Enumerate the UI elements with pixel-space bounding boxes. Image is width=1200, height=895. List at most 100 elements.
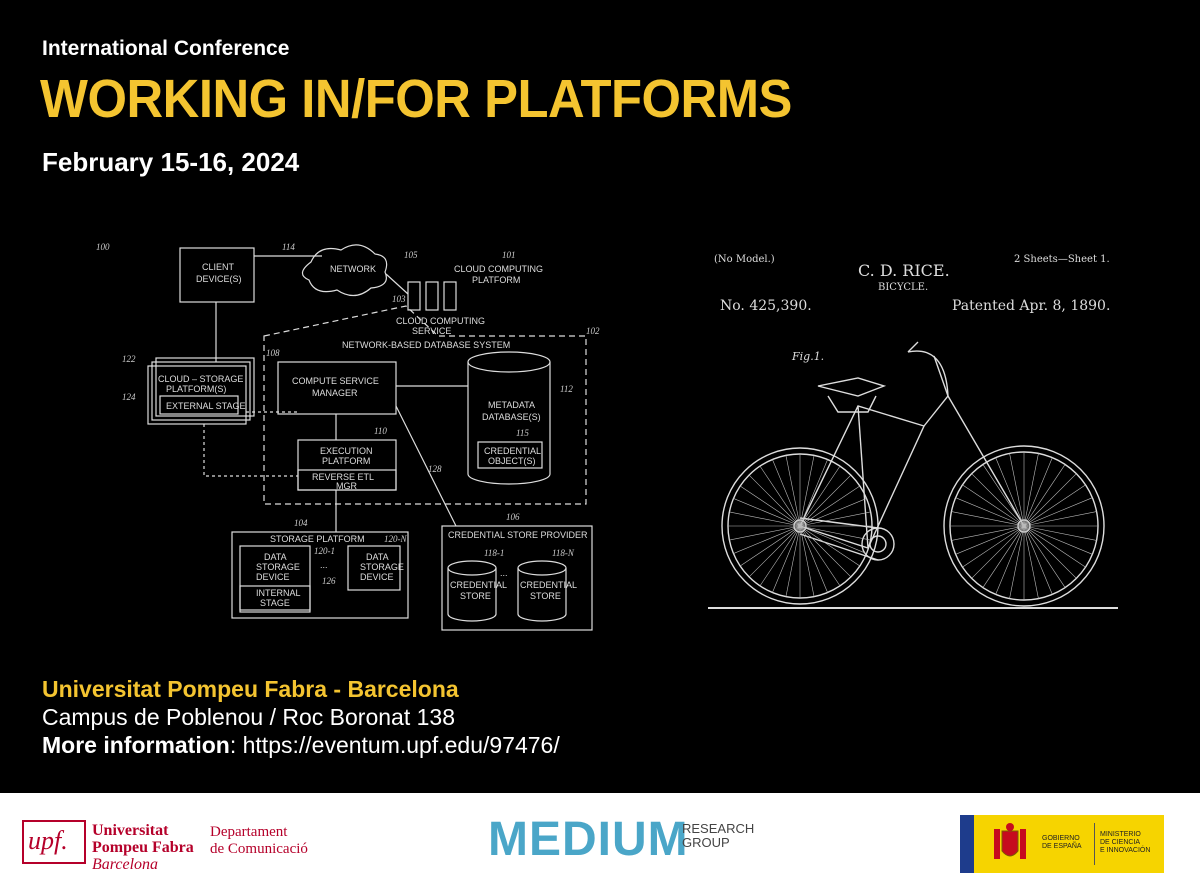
patent-subject: BICYCLE. — [878, 282, 928, 293]
spoke — [971, 473, 1025, 527]
upf-name-line-2: Pompeu Fabra — [92, 839, 194, 856]
spoke — [729, 511, 801, 527]
spoke — [729, 525, 801, 541]
credential-store-n-label-2: STORE — [530, 591, 561, 601]
ministry-line-3: E INNOVACIÓN — [1100, 847, 1151, 854]
ref-114: 114 — [282, 242, 295, 252]
storage-ellipsis: ... — [320, 560, 328, 570]
ref-126: 126 — [322, 576, 336, 586]
venue-address: Campus de Poblenou / Roc Boronat 138 — [42, 704, 455, 730]
ref-128: 128 — [428, 464, 442, 474]
ref-112: 112 — [560, 384, 573, 394]
spoke — [1023, 525, 1077, 579]
patent-date: Patented Apr. 8, 1890. — [952, 298, 1110, 314]
compute-manager-label-1: COMPUTE SERVICE — [292, 376, 379, 386]
execution-label-2: PLATFORM — [322, 456, 370, 466]
more-information-label: More information — [42, 732, 230, 758]
data-storage-n-label-2: STORAGE — [360, 562, 404, 572]
spoke — [1023, 453, 1039, 527]
spoke — [1023, 525, 1053, 595]
internal-stage-label-2: STAGE — [260, 598, 290, 608]
medium-subtitle-1: RESEARCH — [682, 821, 755, 836]
patent-sheets: 2 Sheets—Sheet 1. — [1014, 254, 1110, 265]
spoke — [962, 484, 1025, 527]
spoke — [799, 455, 815, 527]
spoke — [748, 474, 801, 527]
compute-manager-label-2: MANAGER — [312, 388, 358, 398]
spoke — [799, 465, 841, 527]
data-storage-n-label-3: DEVICE — [360, 572, 394, 582]
more-information-link[interactable]: : https://eventum.upf.edu/97476/ — [229, 732, 560, 758]
spoke — [748, 525, 801, 578]
ref-100: 100 — [96, 242, 110, 252]
spoke — [799, 525, 815, 597]
spoke — [951, 525, 1025, 541]
client-label-1: CLIENT — [202, 262, 235, 272]
spoke — [799, 511, 871, 527]
department-line-2: de Comunicació — [210, 841, 308, 857]
spoke — [799, 525, 861, 567]
spoke — [799, 525, 867, 554]
spoke — [772, 525, 801, 593]
spoke — [759, 465, 801, 527]
ref-106: 106 — [506, 512, 520, 522]
ref-118-1: 118-1 — [484, 548, 504, 558]
spoke — [962, 525, 1025, 568]
spoke — [1009, 453, 1025, 527]
spoke — [995, 525, 1025, 595]
credential-store-1-label-2: STORE — [460, 591, 491, 601]
bicycle-patent: (No Model.) 2 Sheets—Sheet 1. C. D. RICE… — [708, 254, 1118, 609]
spoke — [971, 525, 1025, 579]
metadata-label-2: DATABASE(S) — [482, 412, 541, 422]
ministry-line-1: MINISTERIO — [1100, 831, 1141, 838]
spoke — [799, 525, 828, 593]
government-line-2: DE ESPAÑA — [1042, 843, 1082, 850]
credential-store-n-label-1: CREDENTIAL — [520, 580, 577, 590]
cloud-service-label-2: SERVICE — [412, 326, 451, 336]
patent-inventor: C. D. RICE. — [858, 261, 950, 280]
db-system-label: NETWORK-BASED DATABASE SYSTEM — [342, 340, 510, 350]
spoke — [1023, 525, 1086, 568]
cloud-service-label-1: CLOUD COMPUTING — [396, 316, 485, 326]
ref-102: 102 — [586, 326, 600, 336]
eu-flag-icon — [960, 815, 974, 873]
credential-store-1-label-1: CREDENTIAL — [450, 580, 507, 590]
data-storage-1-label-1: DATA — [264, 552, 287, 562]
execution-label-1: EXECUTION — [320, 446, 373, 456]
conference-subtitle: International Conference — [42, 37, 290, 60]
cloud-platform-label-2: PLATFORM — [472, 275, 520, 285]
spoke — [733, 498, 801, 527]
ministry-line-2: DE CIENCIA — [1100, 839, 1141, 846]
spoke — [1023, 525, 1066, 588]
credential-object-label-2: OBJECT(S) — [488, 456, 536, 466]
spoke — [982, 525, 1025, 588]
ref-122: 122 — [122, 354, 136, 364]
patent-fig-label: Fig.1. — [791, 350, 824, 363]
ref-120-1: 120-1 — [314, 546, 335, 556]
upf-name-line-3: Barcelona — [92, 856, 159, 873]
data-storage-1-label-3: DEVICE — [256, 572, 290, 582]
medium-subtitle-2: GROUP — [682, 835, 730, 850]
department-name: Departament de Comunicació — [210, 824, 308, 858]
spoke — [733, 525, 801, 554]
ref-118-n: 118-N — [552, 548, 575, 558]
spoke — [1023, 525, 1093, 555]
patent-no-model: (No Model.) — [714, 254, 775, 265]
government-name: GOBIERNO DE ESPAÑA — [1042, 835, 1082, 851]
conference-title: WORKING IN/FOR PLATFORMS — [40, 69, 792, 129]
external-stage-label: EXTERNAL STAGE — [166, 401, 246, 411]
spoke — [1009, 525, 1025, 599]
spoke — [951, 511, 1025, 527]
internal-stage-label-1: INTERNAL — [256, 588, 301, 598]
execution-label-4: MGR — [336, 481, 357, 491]
ref-120-n: 120-N — [384, 534, 407, 544]
spoke — [995, 457, 1025, 527]
spoke — [739, 525, 801, 567]
ref-103: 103 — [392, 294, 406, 304]
ref-101: 101 — [502, 250, 516, 260]
credential-provider-label: CREDENTIAL STORE PROVIDER — [448, 530, 588, 540]
wheel-spokes — [728, 452, 1098, 600]
spoke — [799, 525, 871, 541]
coat-of-arms-icon — [994, 823, 1026, 859]
spoke — [1023, 484, 1086, 527]
